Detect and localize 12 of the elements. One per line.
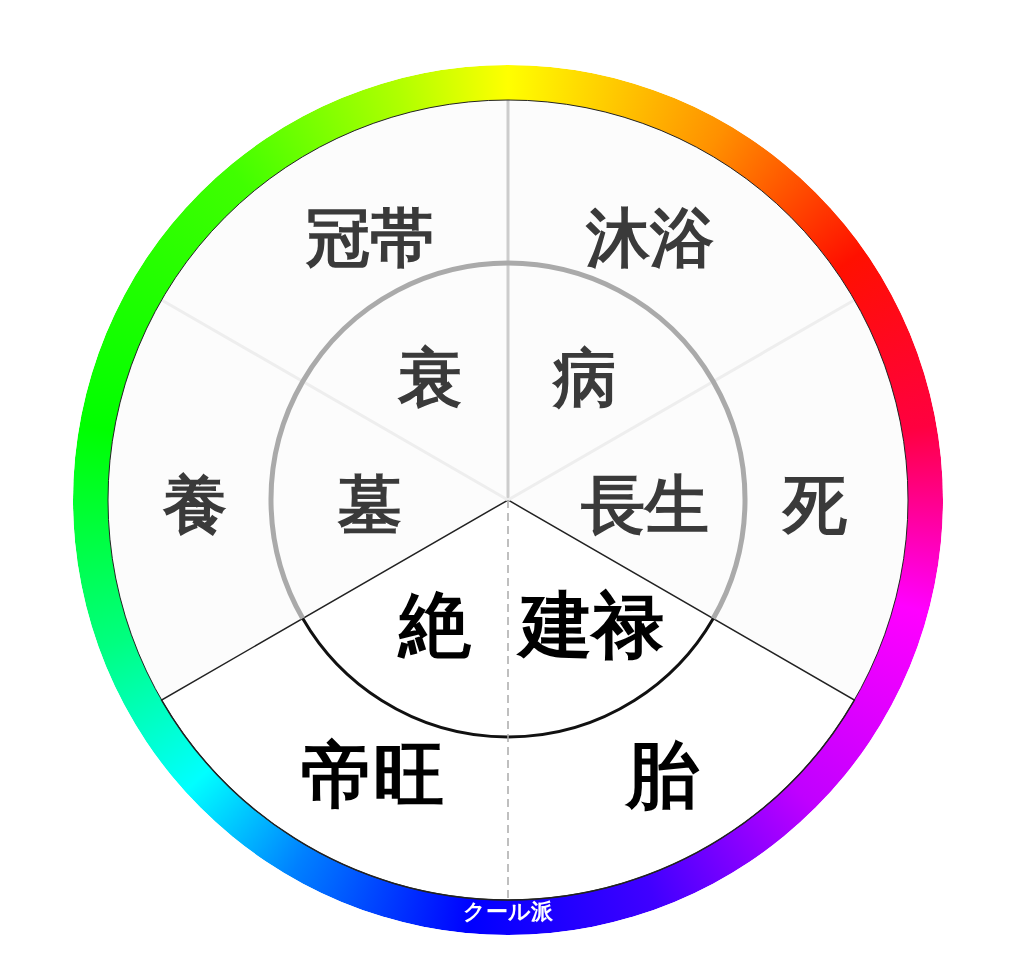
stage-label: 沐浴	[586, 206, 714, 270]
stage-label: 長生	[581, 473, 709, 537]
stage-label: 衰	[398, 346, 462, 410]
stage-label: 養	[163, 473, 227, 537]
stage-label: 死	[783, 473, 847, 537]
ring-label: クール派	[463, 901, 553, 923]
stage-label: 病	[553, 346, 617, 410]
stage-label: 絶	[399, 589, 471, 661]
stage-label: 胎	[626, 739, 698, 811]
stage-label: 冠帯	[306, 206, 434, 270]
stage-label: 墓	[338, 473, 402, 537]
stage-label: 帝旺	[301, 739, 445, 811]
